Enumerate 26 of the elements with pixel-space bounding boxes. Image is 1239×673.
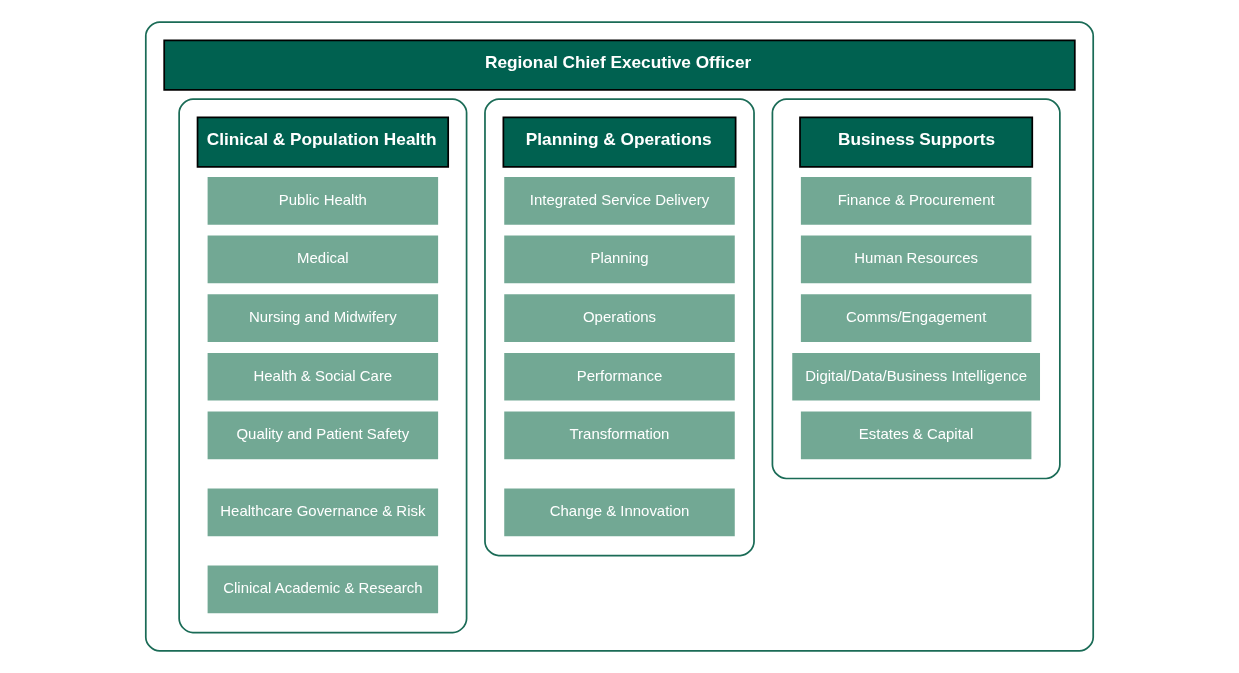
cluster bbox=[178, 98, 468, 634]
node-box: Medical bbox=[205, 233, 440, 286]
node-box: Clinical Academic & Research bbox=[205, 563, 440, 616]
node-box: Clinical & Population Health bbox=[196, 116, 450, 168]
node-box: Public Health bbox=[205, 175, 440, 227]
node-box: Operations bbox=[502, 292, 737, 344]
node-box: Quality and Patient Safety bbox=[205, 409, 440, 461]
cluster bbox=[144, 21, 1095, 652]
node-box: Planning bbox=[502, 233, 737, 286]
node-box: Transformation bbox=[502, 409, 737, 461]
node-box: Digital/Data/Business Intelligence bbox=[790, 351, 1042, 403]
cluster bbox=[484, 98, 755, 557]
node-box: Health & Social Care bbox=[205, 351, 440, 403]
node-box: Nursing and Midwifery bbox=[205, 292, 440, 344]
node-box: Finance & Procurement bbox=[799, 175, 1034, 227]
node-box: Planning & Operations bbox=[502, 116, 737, 168]
node-box: Regional Chief Executive Officer bbox=[163, 39, 1076, 91]
node-box: Business Supports bbox=[799, 116, 1034, 168]
node-box: Estates & Capital bbox=[799, 409, 1034, 461]
node-box: Change & Innovation bbox=[502, 486, 737, 538]
node-box: Integrated Service Delivery bbox=[502, 175, 737, 227]
node-box: Healthcare Governance & Risk bbox=[205, 486, 440, 538]
cluster bbox=[771, 98, 1061, 480]
node-box: Comms/Engagement bbox=[799, 292, 1034, 344]
node-box: Human Resources bbox=[799, 233, 1034, 286]
node-box: Performance bbox=[502, 351, 737, 403]
